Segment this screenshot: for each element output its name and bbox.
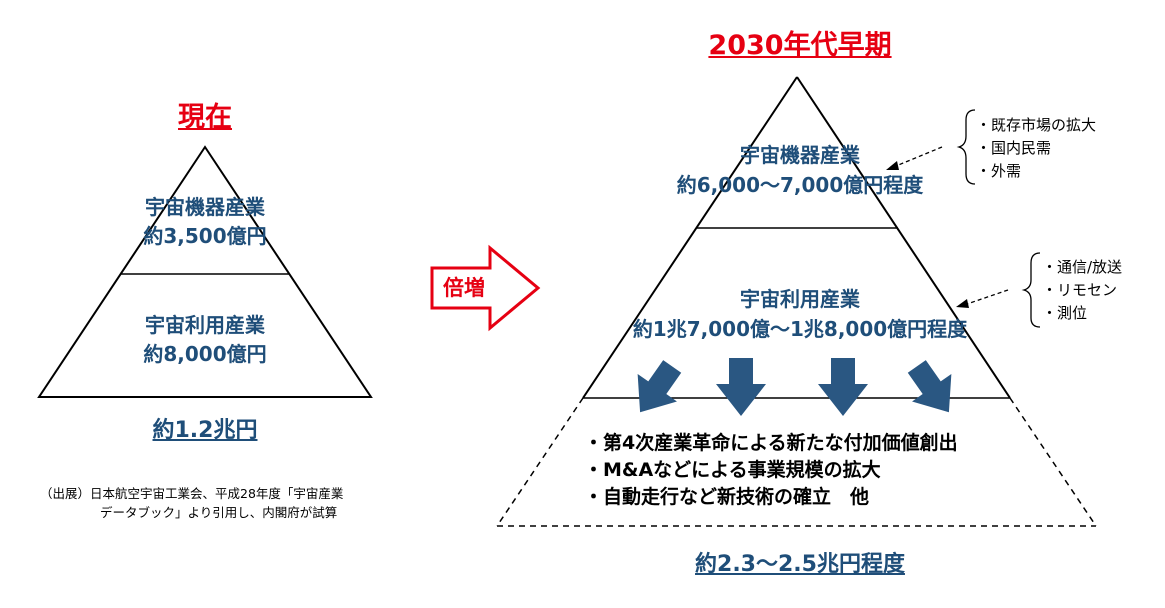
future-pyramid-dashed-right	[1009, 397, 1097, 527]
future-top-segment-name: 宇宙機器産業	[740, 143, 860, 167]
current-title: 現在	[178, 102, 232, 133]
future-middle-segment-value: 約1兆7,000億～1兆8,000億円程度	[632, 317, 968, 341]
double-arrow-shape	[430, 244, 541, 332]
down-arrow-3	[818, 358, 868, 416]
future-middle-segment-name: 宇宙利用産業	[740, 287, 860, 311]
current-total: 約1.2兆円	[152, 418, 258, 443]
future-bottom-item-2: ・M&Aなどによる事業規模の拡大	[584, 459, 881, 481]
future-pyramid-right-edge	[796, 76, 1011, 399]
down-arrow-2	[716, 358, 766, 416]
down-arrow-4	[907, 360, 952, 413]
current-top-segment-value: 約3,500億円	[143, 224, 267, 248]
middle-notes-brace	[1021, 252, 1041, 328]
future-pyramid-dashed-left	[496, 397, 584, 527]
top-note-pointer	[895, 146, 943, 167]
top-note-3: ・外需	[976, 162, 1022, 180]
double-arrow-label: 倍増	[443, 276, 485, 300]
top-note-2: ・国内民需	[976, 139, 1052, 157]
future-top-segment-value: 約6,000～7,000億円程度	[676, 173, 924, 197]
top-note-1: ・既存市場の拡大	[976, 116, 1097, 134]
future-bottom-item-1: ・第4次産業革命による新たな付加価値創出	[584, 432, 958, 454]
down-arrow-1	[637, 360, 682, 413]
source-note-line1: （出展）日本航空宇宙工業会、平成28年度「宇宙産業	[40, 486, 344, 501]
top-note-pointer-head	[886, 161, 899, 170]
future-total: 約2.3～2.5兆円程度	[695, 552, 905, 577]
current-bottom-segment-name: 宇宙利用産業	[145, 313, 265, 337]
source-note-line2: データブック」より引用し、内閣府が試算	[100, 505, 338, 520]
middle-note-2: ・リモセン	[1042, 281, 1118, 299]
current-bottom-segment-value: 約8,000億円	[143, 342, 267, 366]
middle-note-1: ・通信/放送	[1042, 258, 1123, 276]
middle-note-pointer	[966, 289, 1009, 305]
future-bottom-item-3: ・自動走行など新技術の確立 他	[584, 486, 870, 508]
middle-note-pointer-head	[956, 299, 969, 308]
middle-note-3: ・測位	[1042, 304, 1088, 322]
future-title: 2030年代早期	[708, 30, 892, 61]
future-pyramid-left-edge	[582, 76, 798, 399]
current-top-segment-name: 宇宙機器産業	[145, 195, 265, 219]
current-pyramid	[37, 145, 373, 398]
top-notes-brace	[956, 109, 976, 185]
